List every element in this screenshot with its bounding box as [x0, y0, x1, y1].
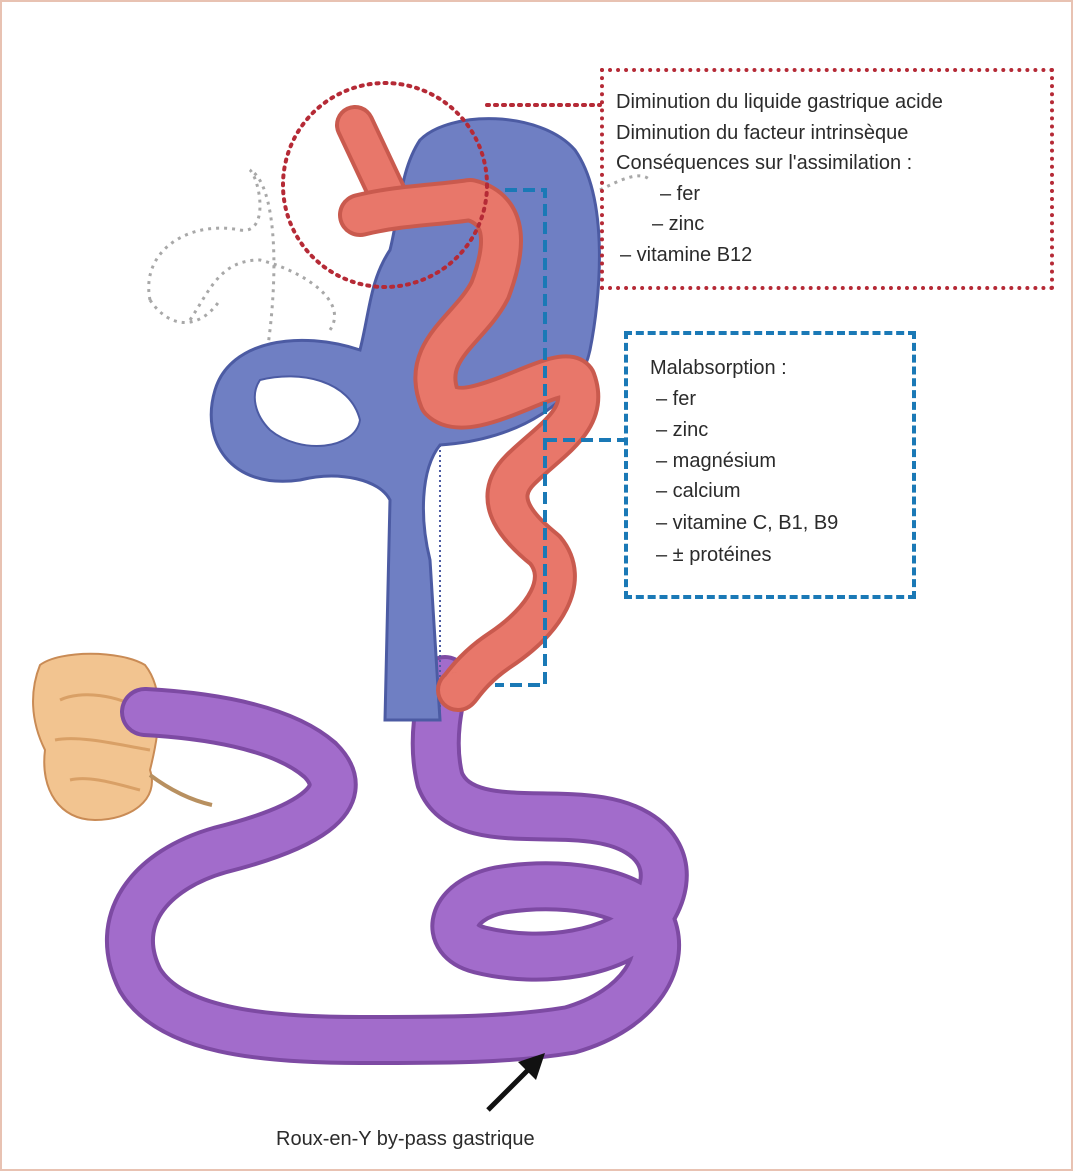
stomach-line-1: Diminution du liquide gastrique acide	[616, 92, 943, 112]
stomach-line-3: Conséquences sur l'assimilation :	[616, 153, 912, 173]
figure-caption: Roux-en-Y by-pass gastrique	[276, 1128, 535, 1151]
stomach-line-6: – vitamine B12	[620, 245, 752, 265]
roux-limb-jejunum	[130, 680, 664, 1040]
malabsorption-item-6: – ± protéines	[656, 545, 772, 565]
malabsorption-item-3: – magnésium	[656, 451, 776, 471]
stomach-line-2: Diminution du facteur intrinsèque	[616, 123, 908, 143]
malabsorption-item-4: – calcium	[656, 481, 740, 501]
malabsorption-title: Malabsorption :	[650, 358, 787, 378]
malabsorption-item-1: – fer	[656, 389, 696, 409]
malabsorption-item-5: – vitamine C, B1, B9	[656, 513, 838, 533]
stomach-line-4: – fer	[660, 184, 700, 204]
malabsorption-item-2: – zinc	[656, 420, 708, 440]
stomach-line-5: – zinc	[652, 214, 704, 234]
